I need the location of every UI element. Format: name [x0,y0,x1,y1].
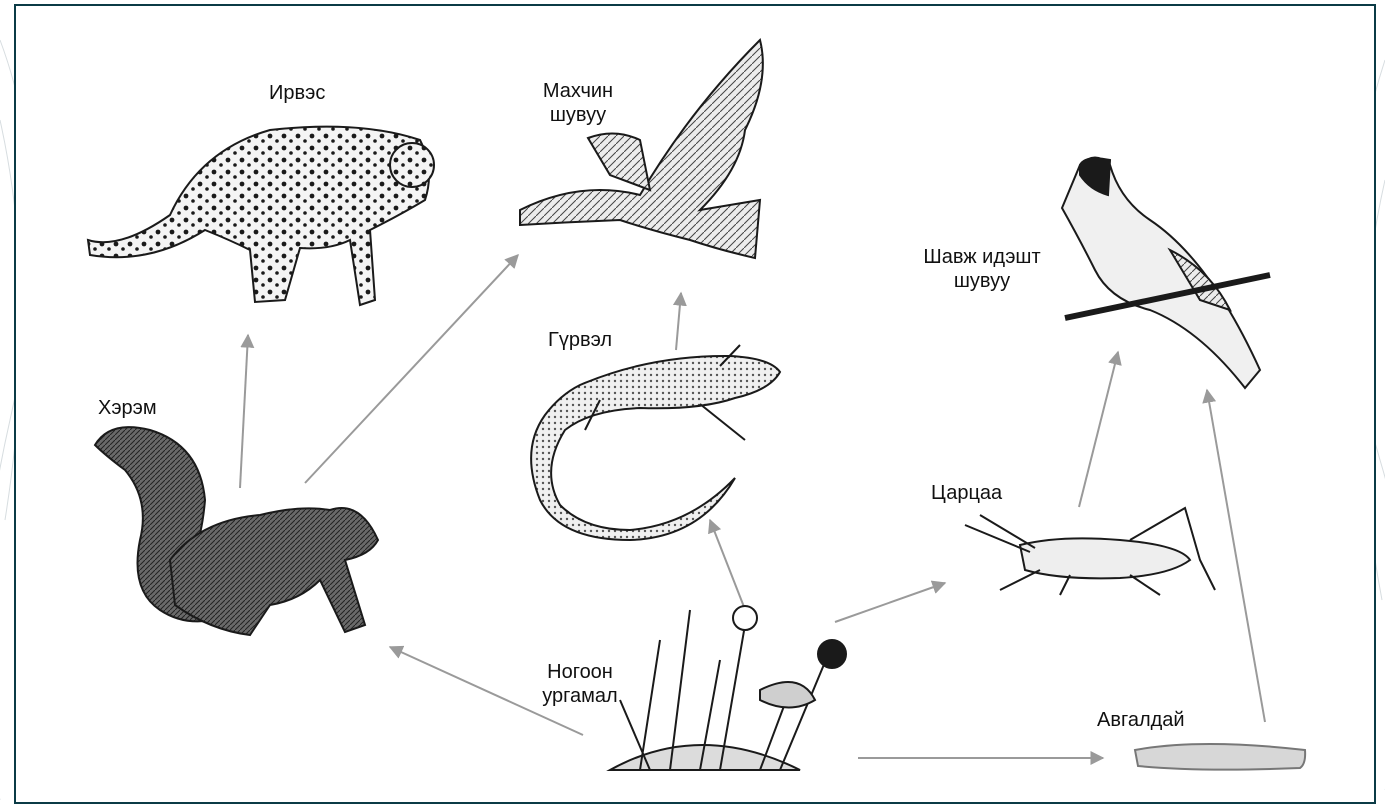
leopard-label: Ирвэс [269,81,325,105]
arrow-grasshopper-to-songbird [1079,352,1118,507]
songbird-label: Шавж идэшт шувуу [912,245,1052,293]
caterpillar-label: Авгалдай [1097,708,1185,732]
arrow-lizard-to-hawk [676,293,681,350]
arrow-plants-to-grasshopper [835,583,945,622]
plant-icon [610,606,846,770]
arrow-squirrel-to-leopard [240,335,248,488]
leopard-icon [88,127,434,305]
plants-label: Ногоон ургамал [525,660,635,708]
plants-label-line2: ургамал [525,684,635,708]
hawk-label: Махчин шувуу [528,79,628,127]
lizard-icon [531,345,780,540]
arrow-squirrel-to-hawk [305,255,518,483]
caterpillar-icon [1135,744,1305,770]
hawk-label-line1: Махчин [528,79,628,103]
songbird-label-line1: Шавж идэшт [912,245,1052,269]
hawk-icon [520,40,763,258]
arrow-caterpillar-to-songbird [1207,390,1265,722]
arrow-plants-to-lizard [710,520,746,612]
squirrel-icon [95,427,378,635]
lizard-label: Гүрвэл [548,328,612,352]
songbird-icon [1062,158,1270,389]
grasshopper-label: Царцаа [931,481,1002,505]
squirrel-label: Хэрэм [98,396,157,420]
songbird-label-line2: шувуу [912,269,1052,293]
hawk-label-line2: шувуу [528,103,628,127]
grasshopper-icon [965,508,1215,595]
plants-label-line1: Ногоон [525,660,635,684]
